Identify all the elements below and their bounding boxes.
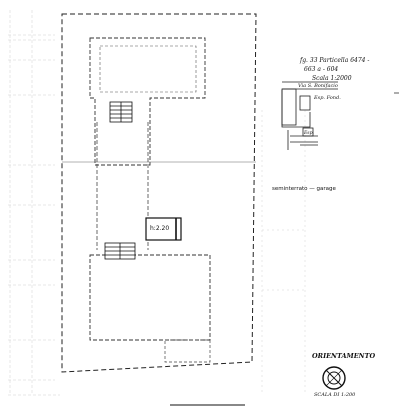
cadastral-note-1: fg. 33 Particella 6474 - — [300, 57, 370, 64]
locator-map — [281, 81, 338, 150]
cadastral-scale-note: Scala 1:2000 — [312, 75, 352, 82]
lower-annex — [164, 339, 211, 363]
upper-room — [99, 45, 197, 93]
locator-label-3: Esp. — [304, 131, 314, 136]
orientation-title: ORIENTAMENTO — [312, 352, 376, 360]
room-height-label: h:2.20 — [150, 225, 170, 232]
north-compass — [322, 366, 346, 390]
locator-street-label: Via S. Bonifacio — [298, 83, 338, 89]
right-margin-lines — [261, 110, 306, 395]
drawing-scale: SCALA DI 1:200 — [314, 392, 356, 398]
upper-building — [89, 37, 206, 166]
locator-label-2: Esp. Fond. — [314, 95, 341, 101]
height-room — [145, 217, 182, 241]
left-margin-lines — [8, 10, 60, 396]
lower-building — [89, 254, 211, 341]
site-boundary — [61, 13, 257, 373]
cadastral-note-2: 663 a - 604 — [304, 66, 339, 73]
plan-floor-label: seminterrato — garage — [272, 186, 336, 192]
stair-upper — [109, 101, 133, 123]
corridor — [96, 122, 149, 250]
stair-lower — [104, 242, 136, 260]
